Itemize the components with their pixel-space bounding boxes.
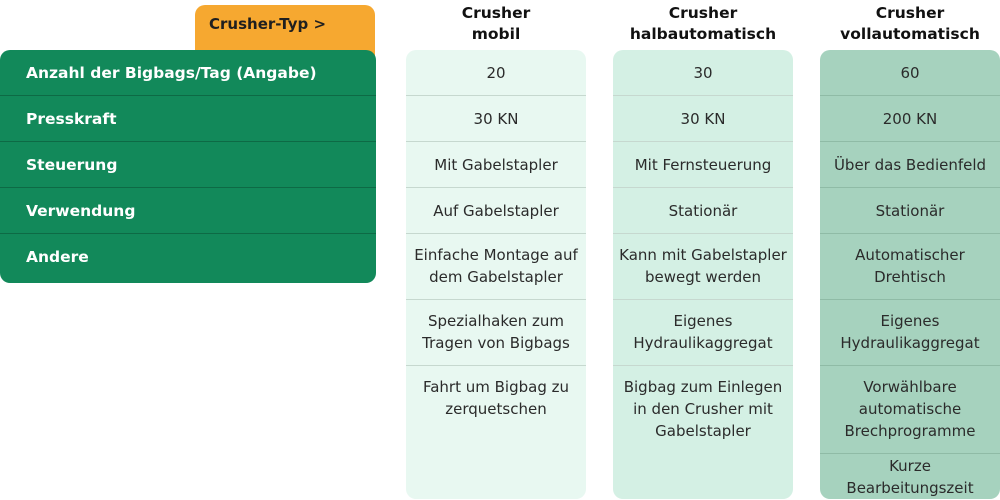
cell-other-3: Bigbag zum Einlegen in den Crusher mit G… (623, 378, 783, 440)
cell-presskraft: 200 KN (820, 96, 1000, 142)
crusher-type-label: Crusher-Typ > (209, 15, 327, 33)
column-title-line1: Crusher (461, 4, 531, 22)
cell-other-1: Automatischer Drehtisch (820, 234, 1000, 300)
cell-verwendung: Stationär (820, 188, 1000, 234)
cell-bigbags: 60 (820, 50, 1000, 96)
row-header-panel: Anzahl der Bigbags/Tag (Angabe) Presskra… (0, 50, 376, 283)
row-label-andere: Andere (26, 248, 89, 266)
cell-verwendung: Auf Gabelstapler (406, 188, 586, 234)
cell-steuerung: Mit Gabelstapler (406, 142, 586, 188)
cell-other-2: Eigenes Hydraulikaggregat (820, 300, 1000, 366)
column-header-halbautomatisch: Crusher halbautomatisch (603, 3, 803, 45)
column-header-mobil: Crusher mobil (406, 3, 586, 45)
column-title-line1: Crusher (875, 4, 945, 22)
column-header-vollautomatisch: Crusher vollautomatisch (810, 3, 1000, 45)
column-title-line2: mobil (471, 25, 521, 43)
cell-bigbags: 20 (406, 50, 586, 96)
cell-bigbags: 30 (613, 50, 793, 96)
cell-verwendung: Stationär (613, 188, 793, 234)
row-label-presskraft: Presskraft (0, 96, 376, 142)
row-label-verwendung: Verwendung (0, 188, 376, 234)
row-label-bigbags: Anzahl der Bigbags/Tag (Angabe) (0, 50, 376, 96)
cell-other-4: Kurze Bearbeitungszeit (846, 456, 974, 497)
cell-steuerung: Über das Bedienfeld (820, 142, 1000, 188)
cell-other-3: Fahrt um Bigbag zu zerquetschen (422, 378, 569, 418)
cell-other-1: Kann mit Gabelstapler bewegt werden (613, 234, 793, 300)
cell-other-1: Einfache Montage auf dem Gabelstapler (406, 234, 586, 300)
row-label-steuerung: Steuerung (0, 142, 376, 188)
column-title-line2: vollautomatisch (840, 25, 980, 43)
column-vollautomatisch: 60 200 KN Über das Bedienfeld Stationär … (820, 50, 1000, 499)
cell-other-2: Eigenes Hydraulikaggregat (613, 300, 793, 366)
column-title-line1: Crusher (668, 4, 738, 22)
cell-steuerung: Mit Fernsteuerung (613, 142, 793, 188)
column-halbautomatisch: 30 30 KN Mit Fernsteuerung Stationär Kan… (613, 50, 793, 499)
cell-other-2: Spezialhaken zum Tragen von Bigbags (406, 300, 586, 366)
cell-presskraft: 30 KN (613, 96, 793, 142)
column-title-line2: halbautomatisch (629, 25, 777, 43)
cell-presskraft: 30 KN (406, 96, 586, 142)
column-mobil: 20 30 KN Mit Gabelstapler Auf Gabelstapl… (406, 50, 586, 499)
cell-other-3: Vorwählbare automatische Brechprogramme (820, 366, 1000, 454)
